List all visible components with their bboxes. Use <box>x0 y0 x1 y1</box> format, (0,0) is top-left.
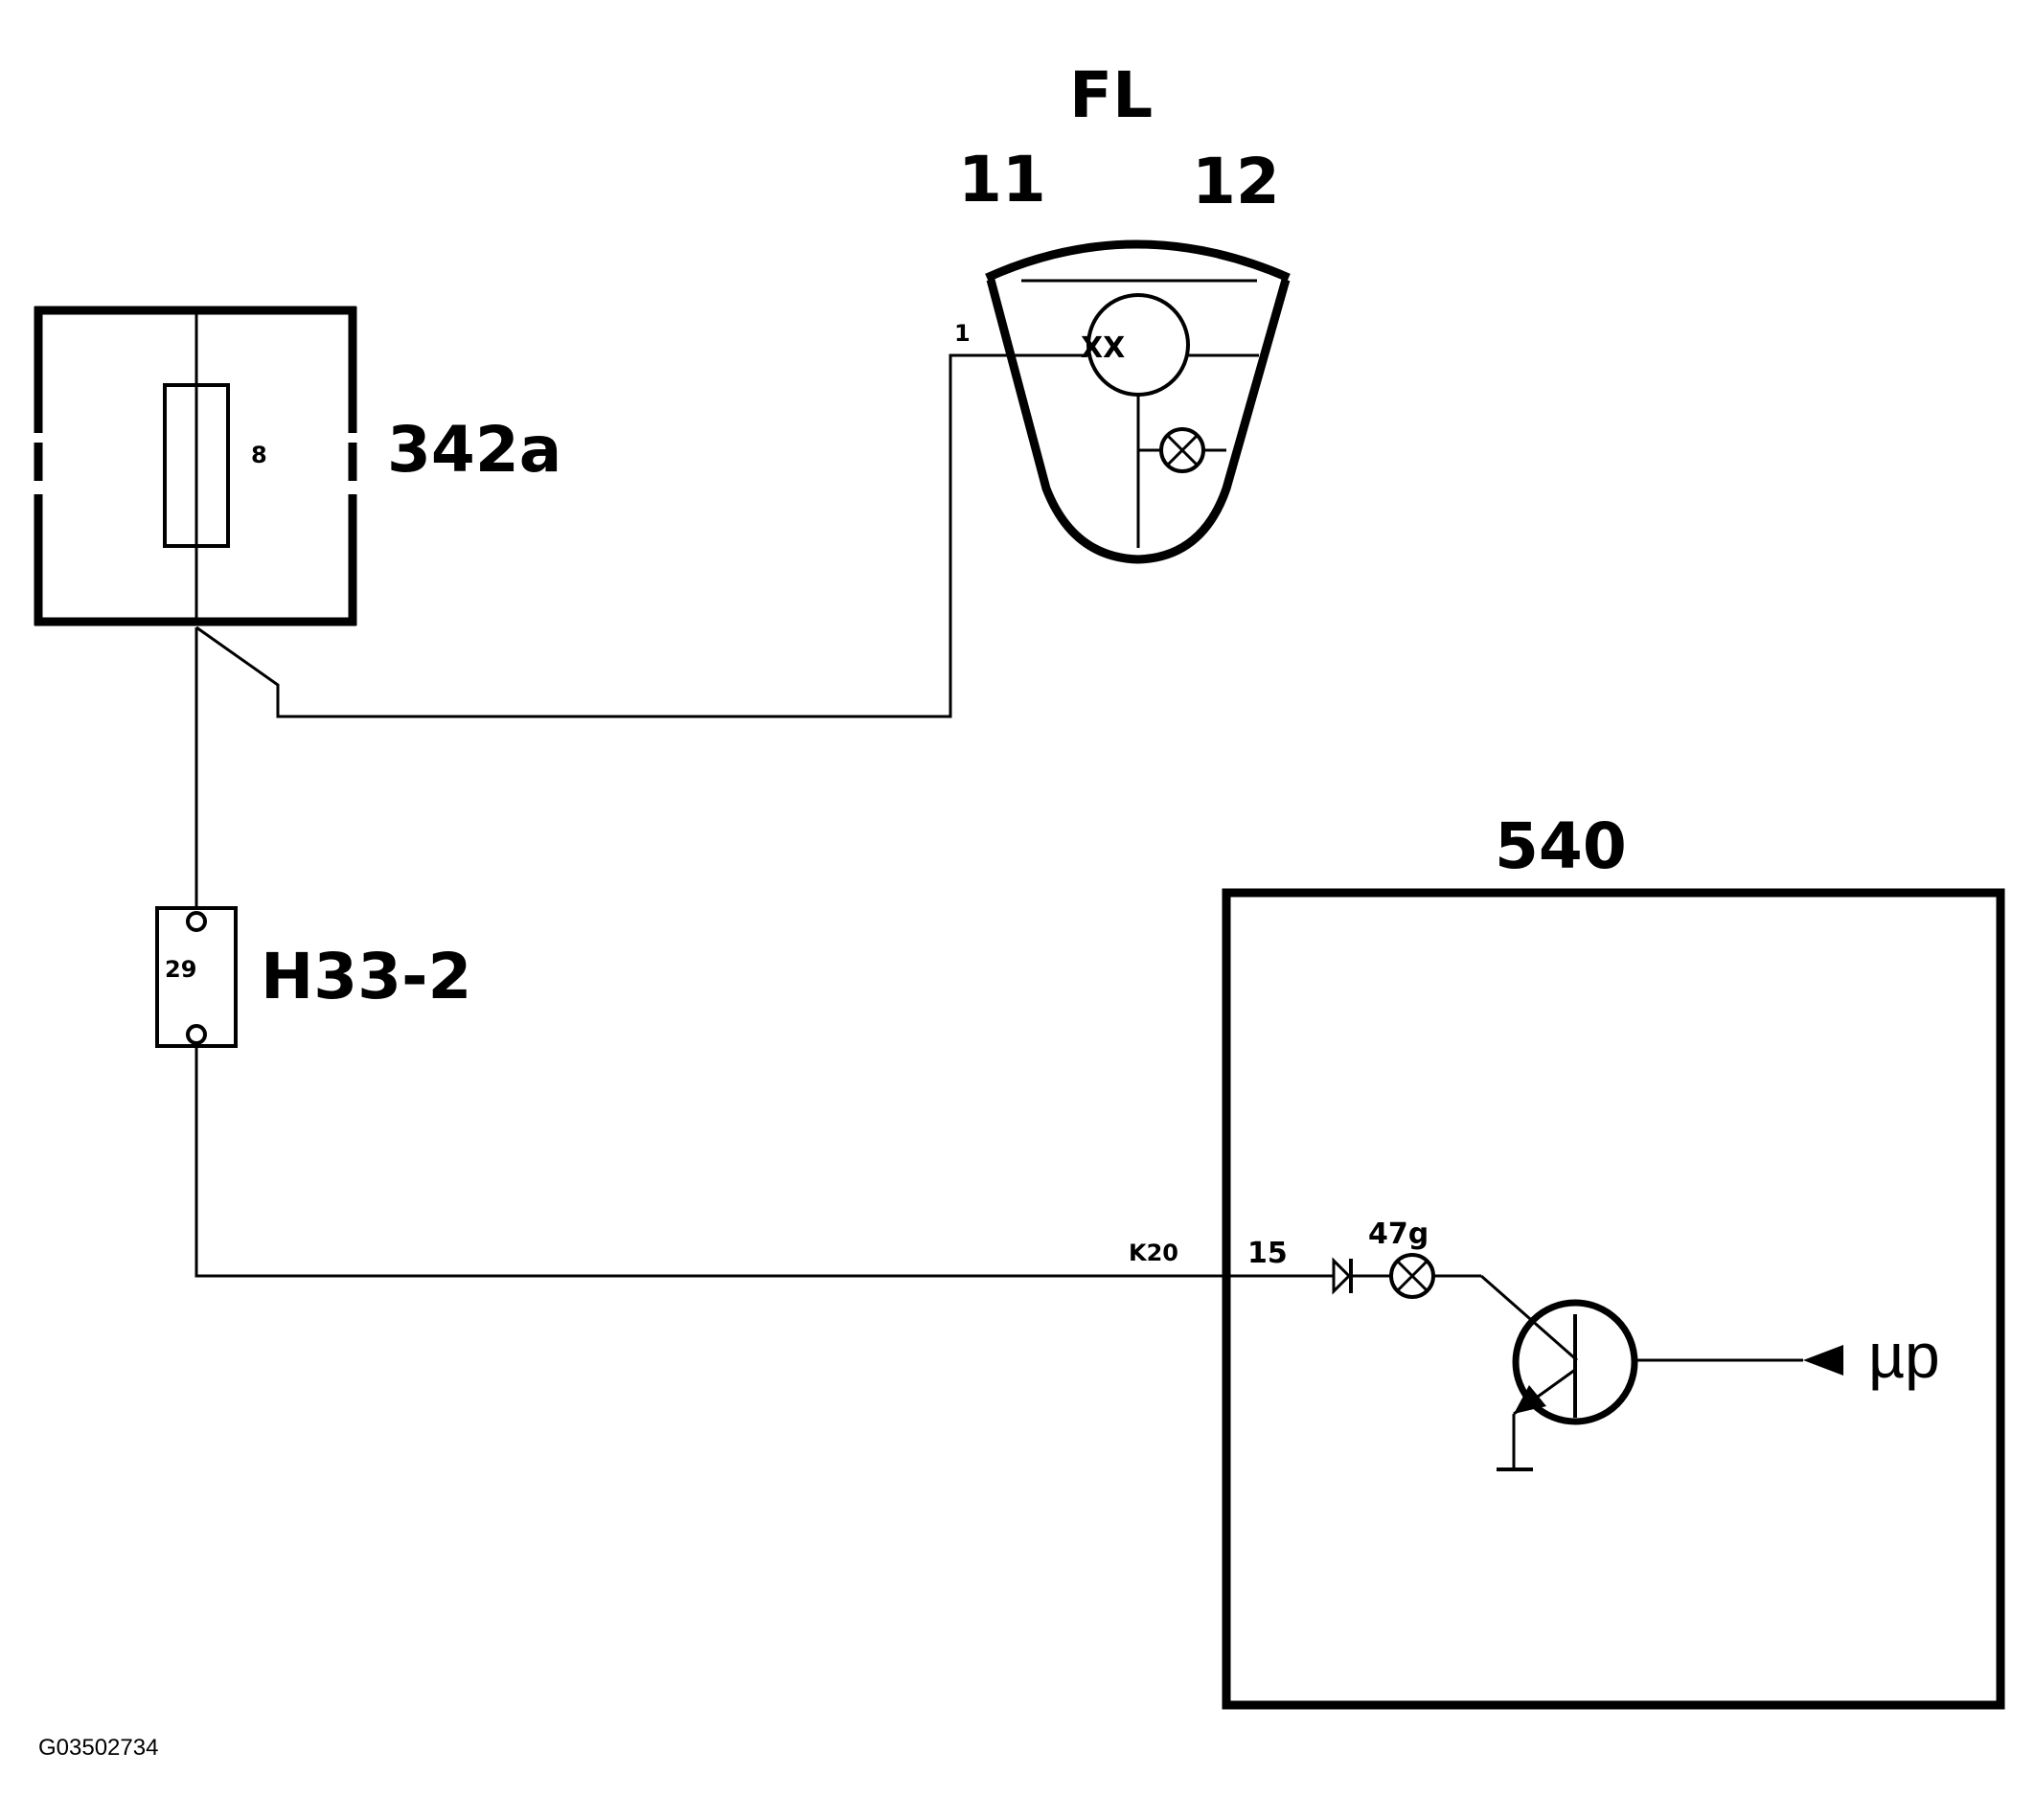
figure-code: G03502734 <box>38 1735 158 1761</box>
fl-pin-1-label: 1 <box>954 320 971 347</box>
microprocessor-label: µp <box>1868 1320 1940 1391</box>
module-lamp-label: 47g <box>1368 1217 1429 1251</box>
connector-pin-top <box>186 911 207 932</box>
fl-pin-left-label: 11 <box>958 143 1046 216</box>
fl-lamp-housing <box>985 239 1291 564</box>
connector-label: H33-2 <box>261 940 471 1013</box>
fuse-number-label: 8 <box>251 442 267 468</box>
module-pin-code-label: K20 <box>1129 1240 1178 1266</box>
fl-pin-right-label: 12 <box>1192 145 1280 218</box>
module-internal-circuit <box>1226 1253 1843 1471</box>
connector-pin-label: 29 <box>165 956 196 983</box>
module-label: 540 <box>1495 809 1627 883</box>
wire-connector-to-module <box>194 1046 1224 1278</box>
wire-fuse-to-fl <box>195 353 1040 718</box>
fl-label: FL <box>1069 58 1153 132</box>
transistor <box>1512 1299 1638 1425</box>
fuse-box-label: 342a <box>387 413 561 487</box>
diode <box>1332 1257 1352 1295</box>
fl-lamp-label: XX <box>1081 331 1125 365</box>
microprocessor-input-arrow <box>1803 1345 1843 1376</box>
module-540 <box>1222 888 2005 1710</box>
module-pin-label: 15 <box>1247 1237 1288 1270</box>
fuse-box-342a <box>34 306 357 626</box>
connector-pin-bottom <box>186 1024 207 1045</box>
emitter-arrow <box>1514 1385 1546 1414</box>
